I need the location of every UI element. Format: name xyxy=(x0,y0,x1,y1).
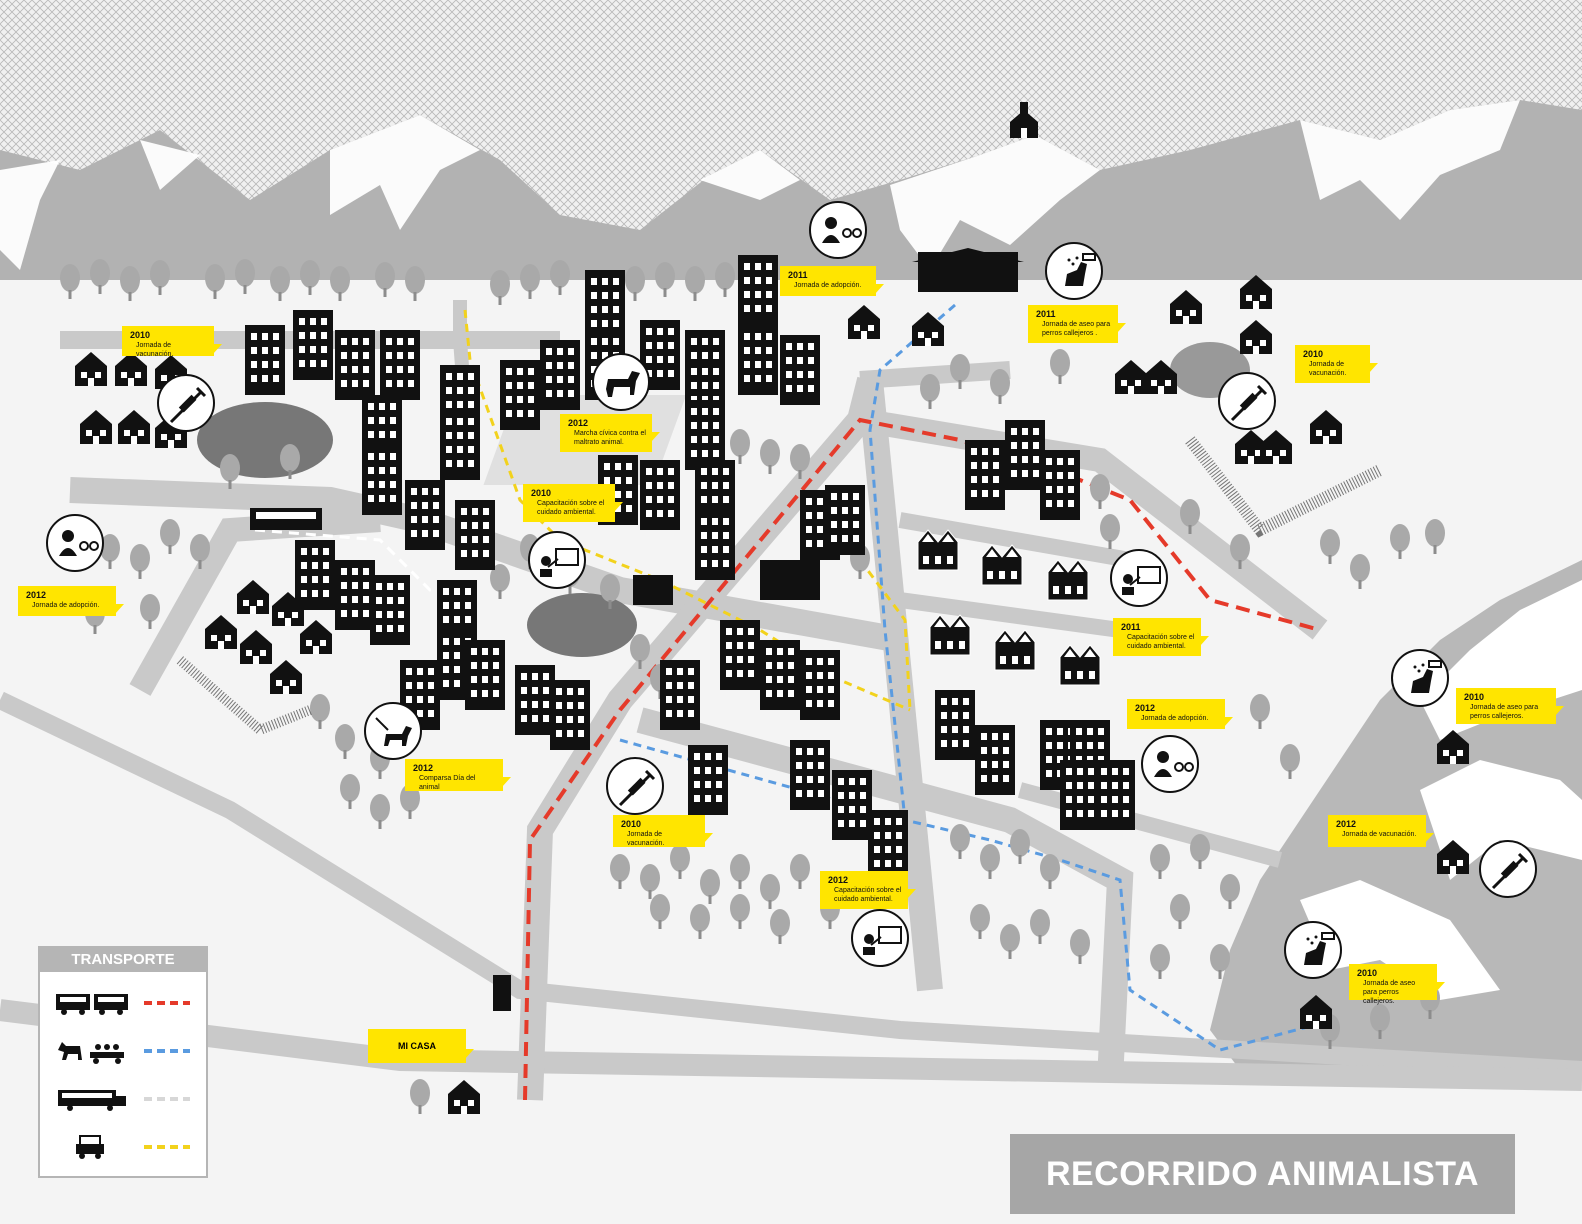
map-title: RECORRIDO ANIMALISTA xyxy=(1010,1134,1515,1214)
legend-item-bus xyxy=(54,988,194,1018)
park-pond xyxy=(197,402,333,478)
right-hill-snow xyxy=(1300,580,1582,1000)
dog-icon xyxy=(592,353,650,411)
dog-wash-icon xyxy=(1284,921,1342,979)
legend-item-horse-cart xyxy=(54,1036,194,1066)
car-route-swatch xyxy=(144,1145,190,1149)
buildings xyxy=(75,248,1469,1114)
adoption-icon xyxy=(1141,735,1199,793)
truck-route-swatch xyxy=(144,1097,190,1101)
transport-legend: TRANSPORTE xyxy=(38,946,208,1178)
training-icon xyxy=(1110,549,1168,607)
syringe-icon xyxy=(1479,840,1537,898)
car-icon xyxy=(76,1135,104,1159)
dog-wash-icon xyxy=(1391,649,1449,707)
horse-cart-route-swatch xyxy=(144,1049,190,1053)
fences xyxy=(176,436,1383,736)
training-icon xyxy=(528,531,586,589)
dog-wash-icon xyxy=(1045,242,1103,300)
adoption-icon xyxy=(809,201,867,259)
mountain-snow xyxy=(0,100,1520,270)
route-truck xyxy=(254,528,471,602)
dog-walk-icon xyxy=(364,702,422,760)
legend-item-truck xyxy=(54,1084,194,1114)
church-icon xyxy=(1010,102,1038,138)
legend-item-car xyxy=(54,1132,194,1162)
syringe-icon xyxy=(606,757,664,815)
syringe-icon xyxy=(157,374,215,432)
adoption-icon xyxy=(46,514,104,572)
lake xyxy=(527,593,637,657)
home-label: MI CASA xyxy=(368,1029,474,1063)
truck-icon xyxy=(58,1090,126,1111)
syringe-icon xyxy=(1218,372,1276,430)
bus-icon xyxy=(56,994,128,1015)
legend-title: TRANSPORTE xyxy=(40,948,206,972)
horse-cart-icon xyxy=(58,1042,124,1064)
bus-route-swatch xyxy=(144,1001,190,1005)
training-icon xyxy=(851,909,909,967)
route-bus xyxy=(523,417,1321,1101)
